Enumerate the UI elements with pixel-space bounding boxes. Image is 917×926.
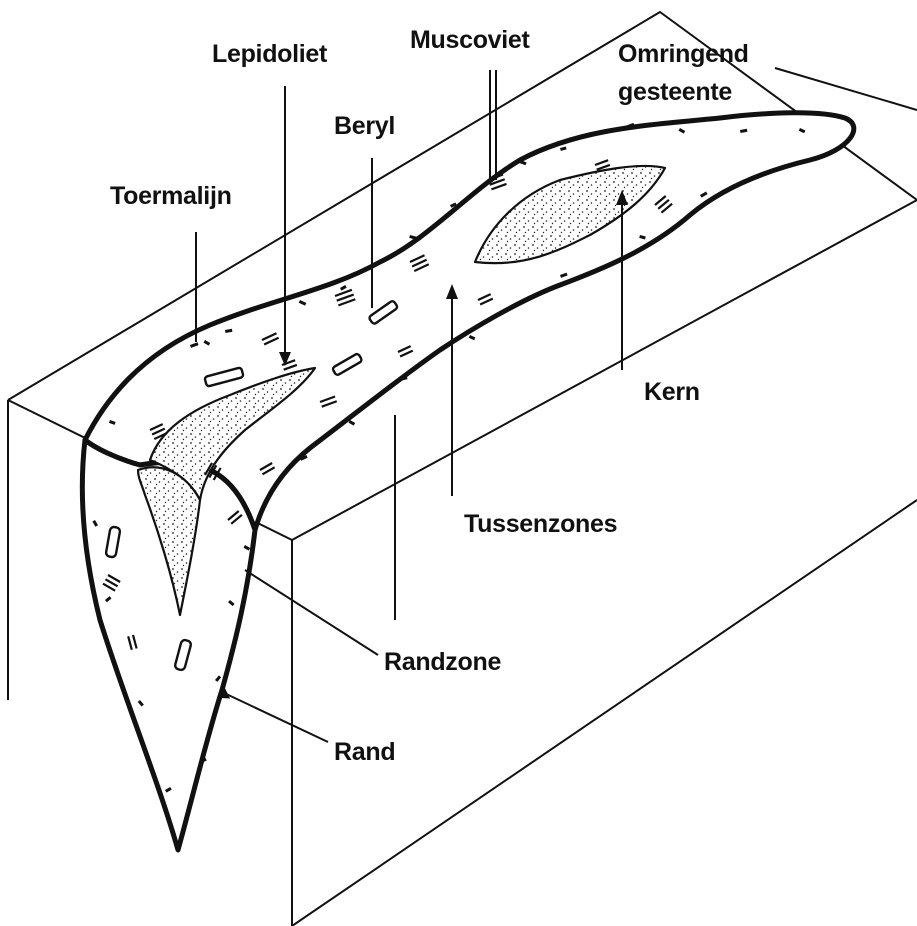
label-rand: Rand [334,738,395,766]
label-tussenzones: Tussenzones [464,510,617,538]
label-lepidoliet: Lepidoliet [212,40,328,68]
label-toermalijn: Toermalijn [110,182,232,210]
label-randzone: Randzone [384,648,501,676]
leader-randzone [245,570,378,655]
block-right-bottom-edge [292,500,917,926]
label-muscoviet: Muscoviet [410,26,531,54]
label-beryl: Beryl [334,112,395,140]
leader-omringend [775,68,917,110]
label-omringend-line1: Omringend [618,40,749,68]
leader-rand [222,692,328,742]
label-kern: Kern [644,378,700,406]
label-omringend-line2: gesteente [618,78,732,106]
